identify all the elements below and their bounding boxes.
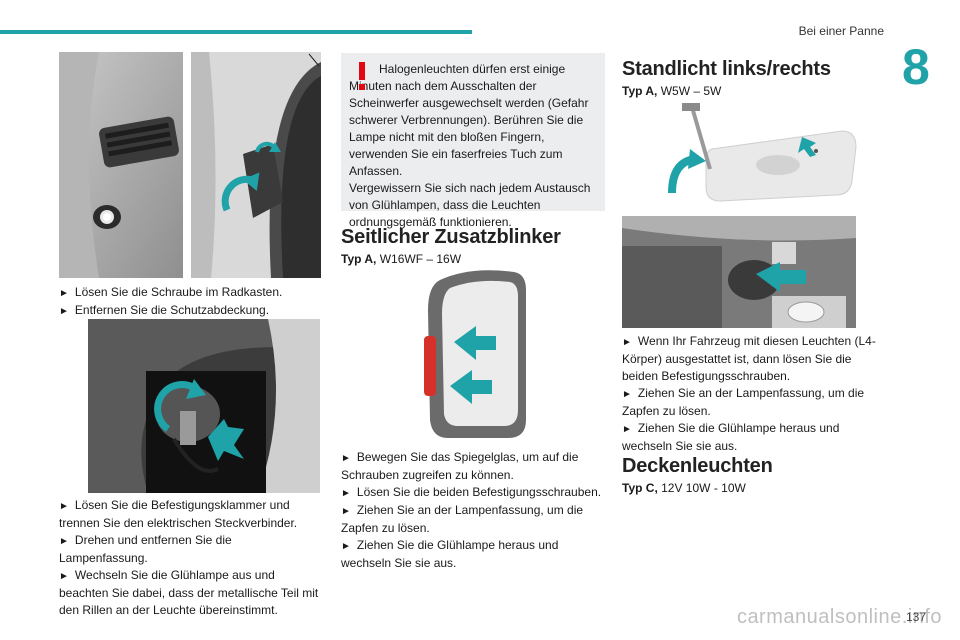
type-line-ceiling-light: Typ C, 12V 10W - 10W xyxy=(622,481,746,495)
parking-lamp-bulb-figure xyxy=(622,216,856,328)
instruction-step: Drehen und entfernen Sie die Lampenfassu… xyxy=(59,532,321,567)
instruction-step: Lösen Sie die beiden Befestigungsschraub… xyxy=(341,484,605,502)
exclamation-icon xyxy=(359,62,365,90)
warning-paragraph-1: Halogenleuchten dürfen erst einige Minut… xyxy=(349,62,589,178)
type-label: Typ A, xyxy=(622,84,658,98)
instruction-step: Ziehen Sie an der Lampenfassung, um die … xyxy=(341,502,605,537)
section-title-side-indicator: Seitlicher Zusatzblinker xyxy=(341,226,561,248)
instruction-step: Entfernen Sie die Schutzabdeckung. xyxy=(59,302,321,320)
section-title-ceiling-light: Deckenleuchten xyxy=(622,455,773,477)
col1-instructions-2: Lösen Sie die Befestigungsklammer und tr… xyxy=(59,497,321,619)
type-label: Typ C, xyxy=(622,481,658,495)
col3-instructions: Wenn Ihr Fahrzeug mit diesen Leuchten (L… xyxy=(622,333,884,455)
warning-text: Halogenleuchten dürfen erst einige Minut… xyxy=(349,61,595,231)
parking-light-screws-illustration xyxy=(652,103,858,215)
bumper-fog-light-illustration xyxy=(59,52,183,278)
parking-light-screws-figure xyxy=(652,103,858,215)
type-label: Typ A, xyxy=(341,252,377,266)
type-line-side-indicator: Typ A, W16WF – 16W xyxy=(341,252,461,266)
header-title: Bei einer Panne xyxy=(798,24,884,38)
lamp-holder-figure xyxy=(88,319,320,493)
side-mirror-figure xyxy=(410,270,528,442)
instruction-step: Wechseln Sie die Glühlampe aus und beach… xyxy=(59,567,321,619)
header-accent-bar xyxy=(0,30,472,34)
bumper-fog-light-figure xyxy=(59,52,183,278)
watermark: carmanualsonline.info xyxy=(736,606,942,628)
type-line-parking-light: Typ A, W5W – 5W xyxy=(622,84,721,98)
instruction-step: Bewegen Sie das Spiegelglas, um auf die … xyxy=(341,449,605,484)
wheel-arch-cover-figure xyxy=(191,52,321,278)
warning-paragraph-2: Vergewissern Sie sich nach jedem Austaus… xyxy=(349,181,591,229)
chapter-number: 8 xyxy=(902,39,930,95)
col2-instructions: Bewegen Sie das Spiegelglas, um auf die … xyxy=(341,449,605,572)
type-value: W16WF – 16W xyxy=(379,252,462,266)
wheel-arch-cover-illustration xyxy=(191,52,321,278)
page-number: 137 xyxy=(905,610,926,624)
section-title-parking-light: Standlicht links/rechts xyxy=(622,58,831,80)
instruction-step: Ziehen Sie die Glühlampe heraus und wech… xyxy=(341,537,605,572)
type-value: 12V 10W - 10W xyxy=(661,481,746,495)
instruction-step: Lösen Sie die Befestigungsklammer und tr… xyxy=(59,497,321,532)
lamp-holder-illustration xyxy=(88,319,320,493)
instruction-step: Wenn Ihr Fahrzeug mit diesen Leuchten (L… xyxy=(622,333,884,385)
side-mirror-illustration xyxy=(424,270,526,438)
instruction-step: Lösen Sie die Schraube im Radkasten. xyxy=(59,284,321,302)
type-value: W5W – 5W xyxy=(660,84,722,98)
col1-instructions-1: Lösen Sie die Schraube im Radkasten. Ent… xyxy=(59,284,321,320)
instruction-step: Ziehen Sie an der Lampenfassung, um die … xyxy=(622,385,884,420)
warning-box: Halogenleuchten dürfen erst einige Minut… xyxy=(341,53,605,229)
instruction-step: Ziehen Sie die Glühlampe heraus und wech… xyxy=(622,420,884,455)
parking-lamp-bulb-illustration xyxy=(622,216,856,328)
